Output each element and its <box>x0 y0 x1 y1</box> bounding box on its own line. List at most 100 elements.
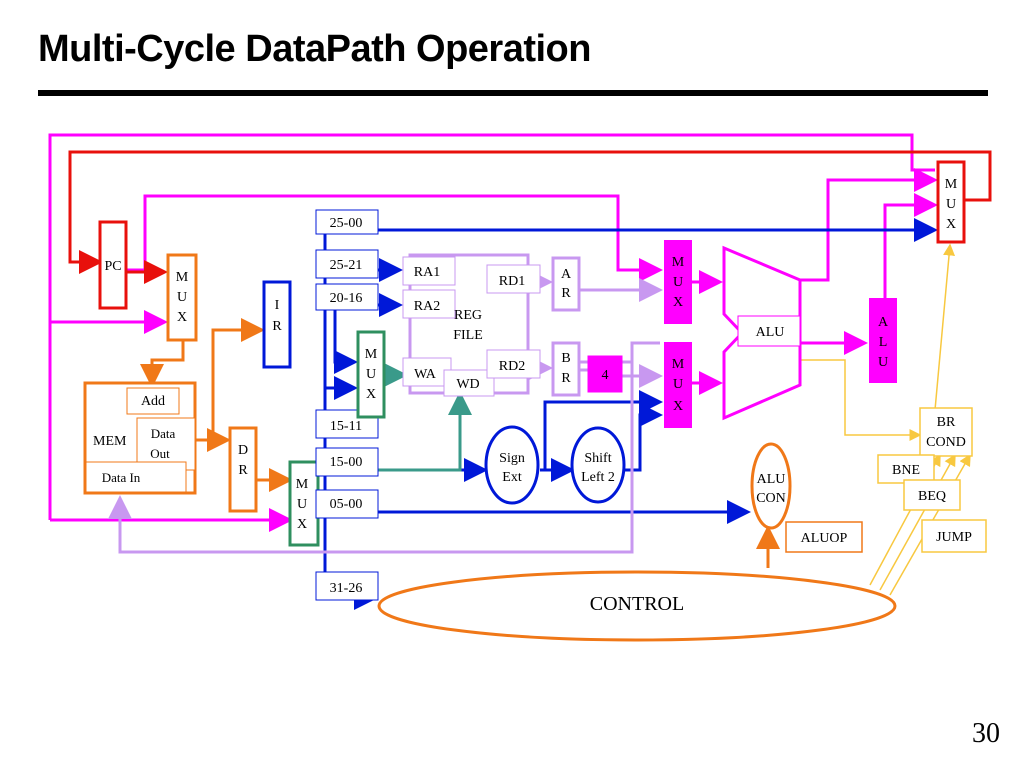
ar-l1: A <box>561 267 572 282</box>
mux-address-l3: X <box>177 310 187 325</box>
mux-wa-l1: M <box>365 347 378 362</box>
beq-label: BEQ <box>918 489 946 504</box>
wd-label: WD <box>456 377 479 392</box>
mux-src-l1: M <box>945 177 958 192</box>
beq-box: BEQ <box>903 479 961 511</box>
mux-alu-a-l2: U <box>673 275 683 290</box>
wire-pc-to-mux-alu-a <box>120 194 663 282</box>
page-number: 30 <box>972 718 1000 749</box>
aluop-box: ALUOP <box>785 521 863 553</box>
wire-mux-src-to-pc <box>68 150 992 274</box>
data-in-label: Data In <box>102 470 141 485</box>
mux-address-l1: M <box>176 270 189 285</box>
wire-control-to-br-cond-2 <box>879 453 956 591</box>
mem-label: MEM <box>93 434 127 449</box>
register-file: RA1 RA2 WA WD RD1 RD2 REG FILE <box>402 253 541 397</box>
wire-shift-to-mux-b <box>625 403 663 472</box>
aluop-label: ALUOP <box>801 531 848 546</box>
wa-label: WA <box>414 367 437 382</box>
dr-l1: D <box>238 443 248 458</box>
pc-label: PC <box>104 259 121 274</box>
bne-box: BNE <box>877 454 935 484</box>
mux-address: M U X <box>166 253 198 342</box>
mux-alu-b-l2: U <box>673 377 683 392</box>
bne-label: BNE <box>892 463 920 478</box>
sign-ext-l1: Sign <box>499 451 525 466</box>
ir-l1: I <box>275 298 280 313</box>
alu-con-l2: CON <box>756 491 786 506</box>
br-cond-l2: COND <box>926 435 966 450</box>
wire-mux-addr-to-add <box>140 340 185 388</box>
shift-l1: Shift <box>584 451 611 466</box>
mux-alu-b: M U X <box>664 342 692 428</box>
title-underline <box>38 90 988 96</box>
br-l1: B <box>561 351 570 366</box>
dr-l2: R <box>238 463 248 478</box>
add-label: Add <box>141 394 165 409</box>
mux-alu-a-l3: X <box>673 295 683 310</box>
b-register: B R <box>551 341 581 397</box>
a-register: A R <box>551 256 581 312</box>
mux-wd-l3: X <box>297 517 307 532</box>
alu-out-l3: U <box>878 355 888 370</box>
pc-register: PC <box>98 220 128 310</box>
mux-alu-a-l1: M <box>672 255 685 270</box>
br-cond-l1: BR <box>937 415 956 430</box>
reg-file-l1: REG <box>454 308 482 323</box>
alu: ALU <box>722 245 802 421</box>
control-unit: CONTROL <box>377 570 897 642</box>
shift-l2: Left 2 <box>581 470 615 485</box>
memory-unit: Add MEM Data Out Data In <box>83 381 197 495</box>
mux-src-l2: U <box>946 197 956 212</box>
ra1-label: RA1 <box>414 265 440 280</box>
wire-20-16-to-mux-wa <box>333 305 358 374</box>
field-25-00: 25-00 <box>330 216 363 231</box>
alu-label: ALU <box>756 325 785 340</box>
rd1-label: RD1 <box>499 274 525 289</box>
field-20-16: 20-16 <box>330 291 363 306</box>
mux-wd-l1: M <box>296 477 309 492</box>
field-31-26: 31-26 <box>330 581 363 596</box>
field-25-21: 25-21 <box>330 258 363 273</box>
jump-label: JUMP <box>936 530 972 545</box>
field-15-11: 15-11 <box>330 419 362 434</box>
alu-control: ALU CON <box>750 442 792 530</box>
constant-four-label: 4 <box>602 368 609 383</box>
mux-alu-b-l1: M <box>672 357 685 372</box>
constant-four: 4 <box>587 355 623 393</box>
ra2-label: RA2 <box>414 299 440 314</box>
mux-wa-l3: X <box>366 387 376 402</box>
mux-wd-l2: U <box>297 497 307 512</box>
wire-data-out-to-ir <box>195 318 265 442</box>
rd2-label: RD2 <box>499 359 525 374</box>
branch-condition: BR COND <box>919 407 973 457</box>
mux-alu-a: M U X <box>664 240 692 324</box>
instruction-fields: 25-00 25-21 20-16 15-11 15-00 05-00 31-2… <box>315 209 379 601</box>
alu-out-register: A L U <box>869 298 897 383</box>
sign-ext-l2: Ext <box>502 470 522 485</box>
sign-extend: Sign Ext <box>484 425 540 505</box>
field-05-00: 05-00 <box>330 497 363 512</box>
mux-pc-source: M U X <box>936 160 966 244</box>
shift-left-2: Shift Left 2 <box>570 426 626 504</box>
slide-title: Multi-Cycle DataPath Operation <box>38 28 591 70</box>
data-out-l2: Out <box>150 446 170 461</box>
alu-out-l1: A <box>878 315 889 330</box>
data-out-l1: Data <box>151 426 176 441</box>
wire-alu-reg-to-mux-src <box>883 193 938 300</box>
wire-br-cond-to-mux-src <box>934 243 956 411</box>
mux-src-l3: X <box>946 217 956 232</box>
ar-l2: R <box>561 286 571 301</box>
data-register: D R <box>228 426 258 513</box>
wire-alu-to-br-cond <box>800 359 922 441</box>
alu-con-l1: ALU <box>757 472 786 487</box>
mux-wa-l2: U <box>366 367 376 382</box>
reg-file-l2: FILE <box>453 328 483 343</box>
instruction-register: I R <box>262 280 292 369</box>
ir-l2: R <box>272 319 282 334</box>
mux-alu-b-l3: X <box>673 399 683 414</box>
mux-write-data: M U X <box>288 460 320 547</box>
mux-address-l2: U <box>177 290 187 305</box>
field-15-00: 15-00 <box>330 455 363 470</box>
